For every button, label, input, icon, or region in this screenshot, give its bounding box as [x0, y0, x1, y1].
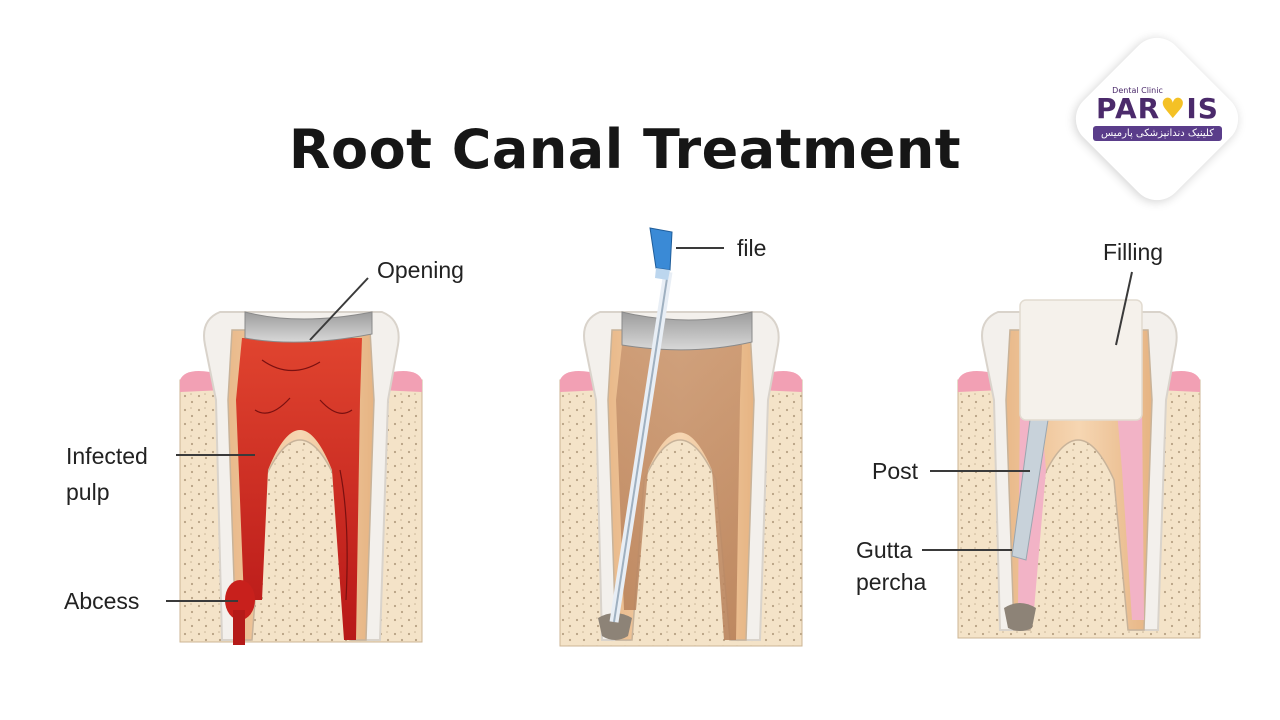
tooth-filled	[957, 299, 1201, 639]
clinic-logo: Dental Clinic PAR♥IS کلینیک دندانپزشکی پ…	[1085, 86, 1230, 156]
label-filling: Filling	[1103, 239, 1163, 265]
label-infected-pulp-line1: Infected	[66, 443, 148, 469]
logo-brand-text: PAR♥IS	[1085, 95, 1230, 123]
tooth-infected	[179, 311, 423, 645]
logo-brand-part3: IS	[1186, 92, 1219, 125]
tooth-file	[559, 227, 803, 647]
filling-leader	[1115, 271, 1133, 346]
label-gutta-line2: percha	[856, 569, 927, 595]
label-abcess: Abcess	[64, 588, 139, 614]
heart-icon: ♥	[1160, 92, 1187, 125]
logo-small-text: Dental Clinic	[1112, 86, 1163, 95]
logo-brand-part1: PAR	[1096, 92, 1161, 125]
label-gutta-line1: Gutta	[856, 537, 912, 563]
page-title: Root Canal Treatment	[288, 118, 962, 181]
logo-subtitle: کلینیک دندانپزشکی پارمیس	[1092, 126, 1223, 141]
label-file: file	[737, 235, 766, 261]
label-opening: Opening	[377, 257, 464, 283]
opening-leader	[309, 277, 369, 341]
label-infected-pulp-line2: pulp	[66, 479, 109, 505]
label-post: Post	[872, 458, 919, 484]
